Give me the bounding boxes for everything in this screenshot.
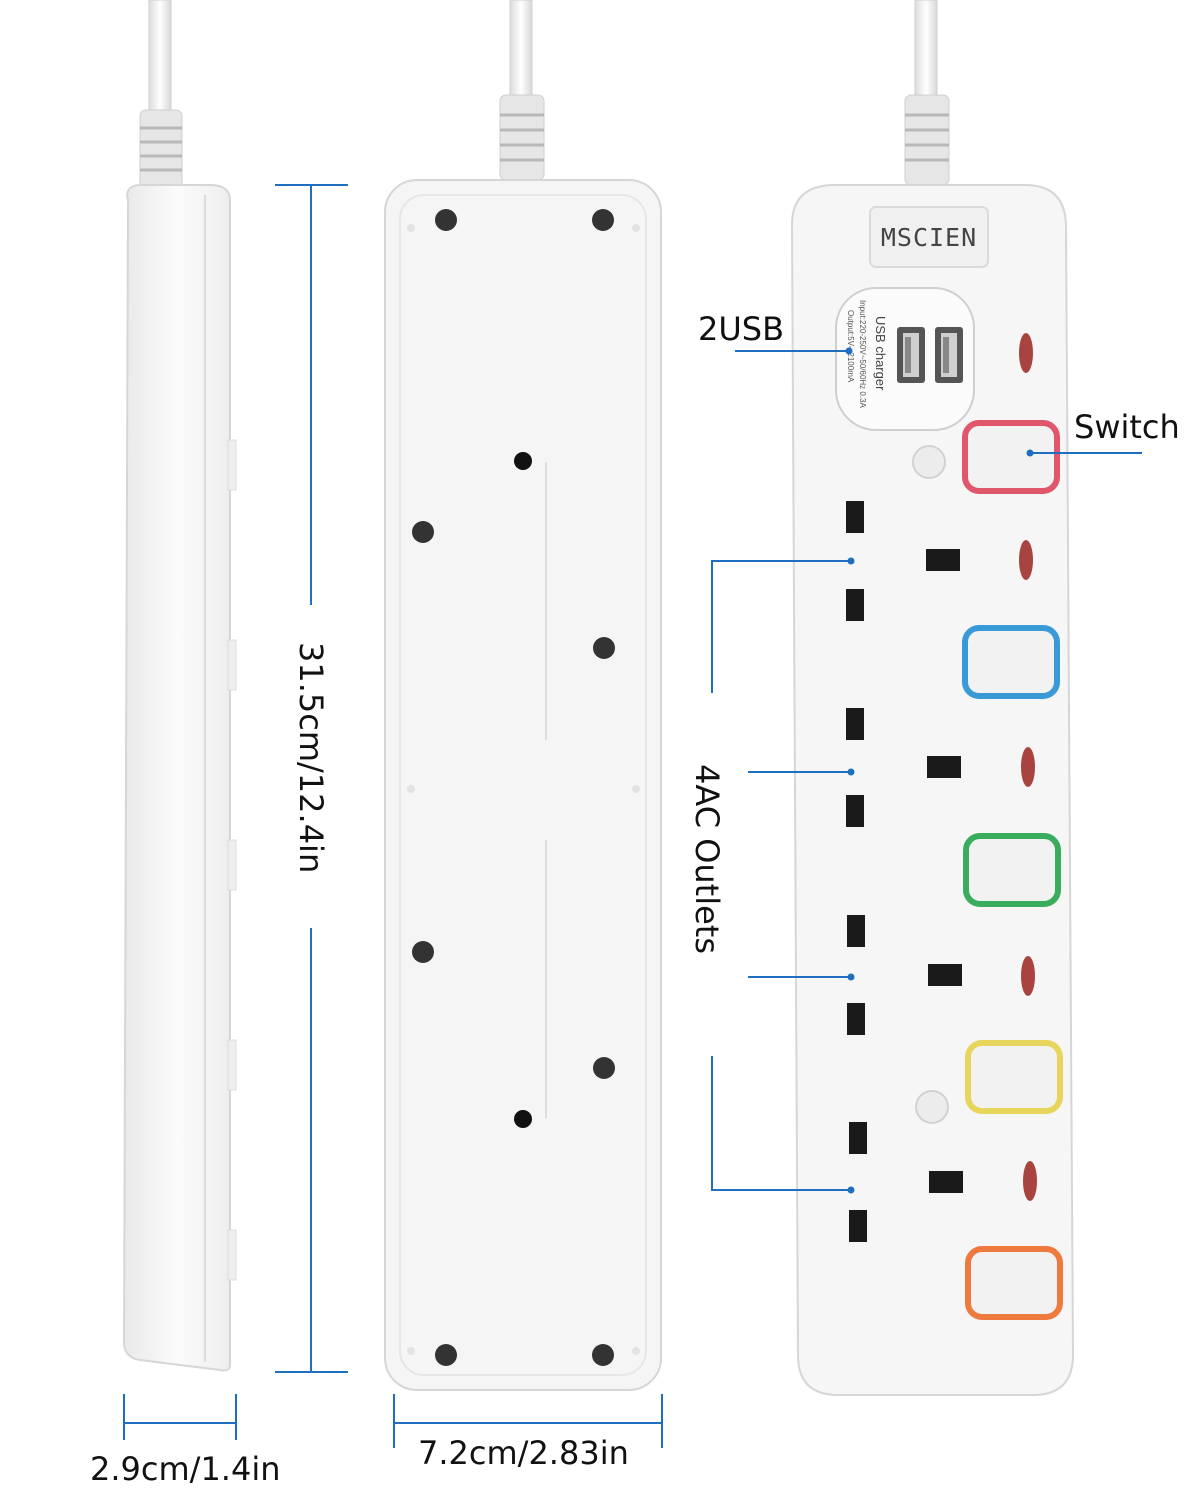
side-cable-strain-relief	[139, 109, 183, 191]
length-label: 31.5cm/12.4in	[292, 642, 330, 874]
ac-sockets	[846, 501, 963, 1242]
front-view: MSCIEN USB charger Input:220-250V~50/60H…	[790, 0, 1075, 1396]
callout-lines	[123, 184, 1142, 1448]
width-label: 7.2cm/2.83in	[418, 1434, 629, 1472]
back-body	[384, 179, 662, 1391]
rocker-switches	[962, 420, 1063, 1320]
depth-label: 2.9cm/1.4in	[90, 1450, 281, 1488]
back-screws	[412, 209, 615, 1366]
usb-panel-title: USB charger	[873, 316, 888, 391]
side-cable	[148, 0, 172, 121]
usb-label: 2USB	[698, 310, 785, 348]
brand-logo-badge	[869, 206, 989, 268]
back-cable-strain-relief	[499, 94, 545, 181]
usb-port-2	[935, 327, 963, 383]
neon-indicators	[1019, 333, 1037, 1201]
back-cable	[509, 0, 533, 111]
switch-label: Switch	[1074, 408, 1180, 446]
usb-panel-input: Input:220-250V~50/60Hz 0.3A	[858, 300, 867, 409]
usb-panel-output: Output:5V⎓2100mA	[846, 310, 855, 383]
side-body	[122, 184, 231, 1372]
side-view	[122, 0, 237, 1372]
back-view	[384, 0, 662, 1391]
fuse-caps	[912, 445, 949, 1124]
front-cable	[914, 0, 938, 111]
usb-port-1	[897, 327, 925, 383]
front-cable-strain-relief	[904, 94, 950, 186]
outlets-label: 4AC Outlets	[688, 764, 726, 955]
wall-mount-holes	[514, 452, 532, 1128]
brand-logo: MSCIEN	[881, 223, 977, 252]
callout-dots	[845, 347, 1034, 1194]
